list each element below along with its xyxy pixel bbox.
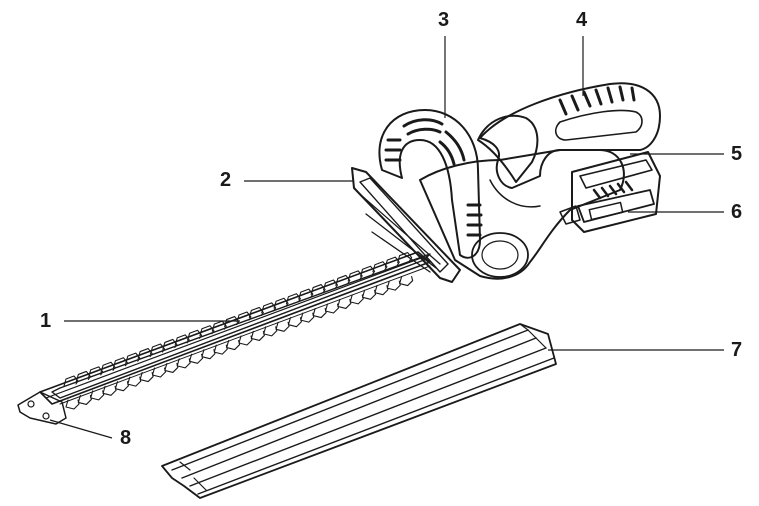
blade-tooth: [347, 270, 363, 282]
blade-tooth: [324, 303, 340, 314]
blade-tooth: [298, 288, 314, 300]
blade-tooth: [374, 285, 389, 296]
callout-7: 7: [731, 339, 743, 361]
blade-tooth: [139, 372, 154, 383]
blade-tooth: [386, 280, 401, 291]
blade-tooth: [248, 306, 264, 318]
blade-tooth: [226, 340, 241, 351]
blade-tooth: [65, 399, 80, 410]
blade-tooth: [263, 326, 278, 337]
blade-tooth: [127, 376, 142, 387]
blade: [39, 251, 431, 410]
front-handle: [378, 109, 483, 259]
callout-1: 1: [40, 310, 52, 332]
blade-tooth: [384, 256, 400, 268]
blade-tooth: [349, 294, 364, 305]
blade-tooth: [102, 385, 117, 396]
blade-tooth: [300, 312, 315, 323]
blade-tooth: [90, 390, 105, 401]
motor-housing: [419, 149, 625, 280]
callout-8: 8: [120, 427, 132, 449]
blade-tooth: [273, 297, 289, 309]
callout-6: 6: [731, 201, 743, 223]
rear-handle: [477, 82, 661, 189]
blade-cover: [161, 323, 557, 499]
leader-line-8: [49, 419, 113, 439]
blade-tooth: [399, 276, 414, 287]
callout-5: 5: [731, 143, 743, 165]
blade-tooth: [337, 298, 352, 309]
blade-tooth: [224, 316, 240, 328]
blade-tooth: [114, 381, 129, 392]
blade-tip: [17, 391, 67, 425]
blade-tooth: [261, 302, 277, 314]
blade-tooth: [250, 330, 265, 341]
blade-tooth: [322, 279, 339, 291]
blade-tooth: [310, 284, 326, 296]
battery-pack: [559, 151, 661, 233]
hand-guard: [351, 167, 461, 283]
blade-tooth: [362, 289, 377, 300]
callout-4: 4: [576, 9, 588, 31]
blade-tooth: [236, 311, 252, 323]
callout-2: 2: [220, 169, 232, 191]
callout-3: 3: [438, 9, 450, 31]
blade-tooth: [189, 353, 204, 364]
leader-lines: [49, 36, 724, 439]
blade-tooth: [77, 394, 92, 405]
blade-tooth: [335, 274, 351, 286]
blade-tooth: [275, 321, 290, 332]
blade-tooth: [360, 265, 376, 277]
blade-tooth: [151, 367, 167, 378]
blade-tooth: [372, 261, 388, 273]
blade-tooth: [287, 317, 302, 328]
blade-tooth: [199, 325, 215, 337]
blade-tooth: [312, 308, 327, 319]
blade-tooth: [164, 362, 179, 373]
blade-tooth: [238, 335, 253, 346]
blade-tooth: [176, 358, 191, 369]
blade-tooth: [213, 344, 228, 355]
blade-tooth: [285, 293, 301, 305]
blade-tooth: [201, 349, 216, 360]
